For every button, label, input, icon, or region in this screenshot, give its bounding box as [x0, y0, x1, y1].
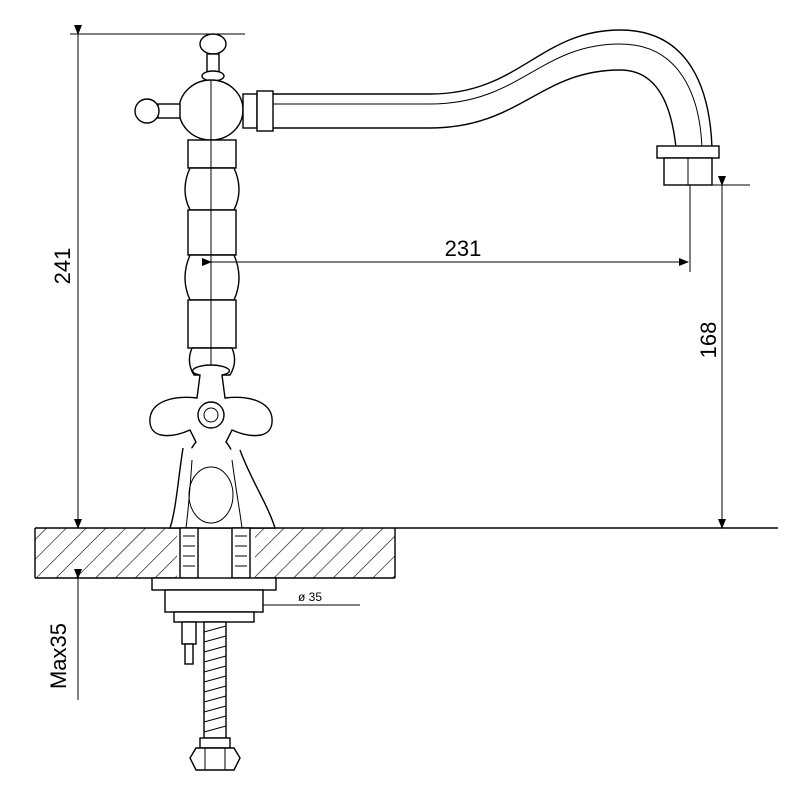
countertop-section: [34, 527, 778, 579]
label-spout-reach: 231: [445, 236, 482, 261]
dimension-spout-reach: [202, 185, 691, 272]
label-max-thickness: Max35: [46, 623, 71, 689]
label-spout-height: 168: [696, 322, 721, 359]
faucet-column: [134, 33, 274, 376]
label-overall-height: 241: [50, 248, 75, 285]
dimension-overall-height: [70, 25, 245, 529]
faucet-spout: [273, 29, 720, 186]
mounting-hardware: [151, 527, 277, 771]
dimension-spout-height: [712, 176, 750, 529]
label-hole-diameter: ø 35: [298, 590, 322, 604]
cross-handle: [149, 364, 276, 529]
